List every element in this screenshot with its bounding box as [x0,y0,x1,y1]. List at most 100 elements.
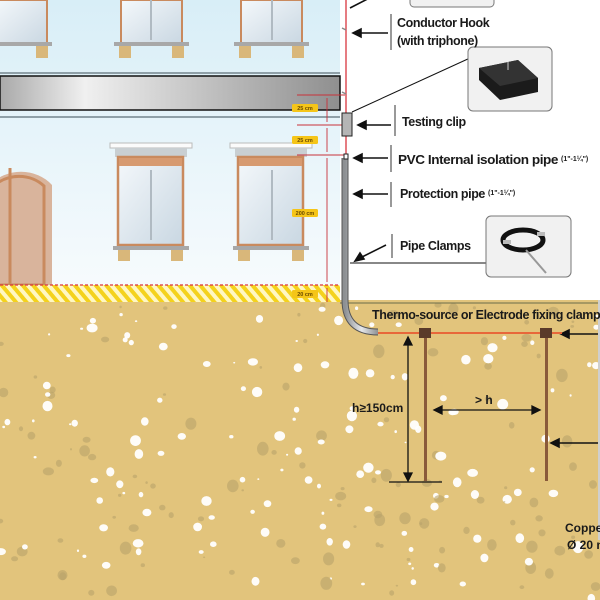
soil-speckle [88,589,95,596]
soil-speckle [463,526,470,535]
soil-speckle [271,450,277,455]
soil-speckle [122,337,128,343]
soil-speckle [444,494,449,499]
soil-speckle [247,358,258,366]
soil-speckle [503,501,506,503]
soil-speckle [345,425,354,434]
dim-text: 25 cm [297,106,313,112]
soil-speckle [410,579,417,586]
soil-speckle [286,453,289,456]
soil-speckle [434,302,442,308]
soil-speckle [157,397,163,403]
soil-speckle [361,582,365,586]
soil-speckle [132,474,138,479]
soil-speckle [348,367,359,379]
soil-speckle [323,552,335,566]
soil-speckle [255,315,264,323]
soil-speckle [299,462,306,469]
soil-speckle [260,527,270,537]
soil-speckle [587,593,596,600]
soil-speckle [274,431,286,441]
soil-speckle [157,450,165,456]
soil-speckle [529,467,535,473]
soil-speckle [119,541,132,555]
soil-speckle [395,584,399,587]
label-protection-pipe-size: (1"-1¼") [488,189,515,197]
soil-speckle [529,497,539,508]
soil-speckle [66,354,71,358]
ground-hatch [0,285,340,302]
soil-speckle [521,341,528,347]
soil-speckle [177,433,186,440]
soil-speckle [124,332,131,339]
soil-speckle [569,462,577,471]
soil-speckle [513,488,522,497]
floor-band [0,72,341,118]
soil-speckle [42,467,55,476]
soil-speckle [389,590,395,596]
soil-speckle [82,554,87,558]
soil-speckle [495,315,500,320]
soil-speckle [589,480,597,489]
soil-speckle [421,479,432,487]
soil-speckle [571,320,575,323]
soil-speckle [42,381,51,390]
soil-speckle [82,436,91,443]
soil-speckle [0,548,6,556]
soil-speckle [112,515,116,519]
soil-speckle [353,525,357,528]
label-pipe-clamps: Pipe Clamps [400,239,471,253]
soil-speckle [526,540,538,553]
depth-dimension [389,335,442,483]
soil-speckle [530,340,535,346]
soil-speckle [320,576,333,590]
soil-speckle [334,315,344,326]
soil-speckle [484,362,492,370]
label-copper: Copper [565,521,600,535]
soil-speckle [524,557,534,566]
dim-label-200cm: 200 cm [292,209,318,217]
soil-speckle [459,581,466,587]
soil-speckle [163,306,168,310]
soil-speckle [27,431,36,440]
soil-speckle [484,396,492,402]
soil-speckle [572,541,584,554]
label-conductor-hook-sub: (with triphone) [397,34,478,48]
electrode-2 [540,328,552,481]
soil-speckle [55,459,62,467]
soil-speckle [59,572,67,581]
soil-speckle [419,518,430,529]
soil-speckle [329,498,333,501]
soil-speckle [319,523,327,530]
soil-speckle [89,317,96,324]
soil-speckle [159,504,166,511]
dim-label-20cm: 20 cm [292,290,318,298]
soil-speckle [430,502,439,511]
soil-speckle [49,386,56,394]
soil-speckle [439,546,446,554]
soil-speckle [375,542,380,548]
soil-speckle [590,582,600,591]
soil-speckle [320,361,330,369]
soil-speckle [0,341,4,346]
soil-speckle [106,467,115,477]
soil-speckle [280,468,284,472]
electrode-1 [419,328,431,481]
protection-pipe [342,158,379,335]
soil-speckle [293,363,303,373]
soil-speckle [342,540,351,549]
soil-speckle [48,333,51,336]
soil-speckle [239,476,246,483]
soil-speckle [371,477,377,484]
soil-speckle [229,435,234,439]
soil-speckle [408,547,414,552]
soil-speckle [550,388,555,393]
soil-speckle [198,550,204,554]
soil-speckle [80,327,84,330]
soil-speckle [390,374,395,380]
soil-speckle [132,539,144,548]
soil-speckle [356,470,365,479]
soil-speckle [259,366,263,369]
soil-speckle [99,524,108,532]
soil-speckle [197,516,205,522]
